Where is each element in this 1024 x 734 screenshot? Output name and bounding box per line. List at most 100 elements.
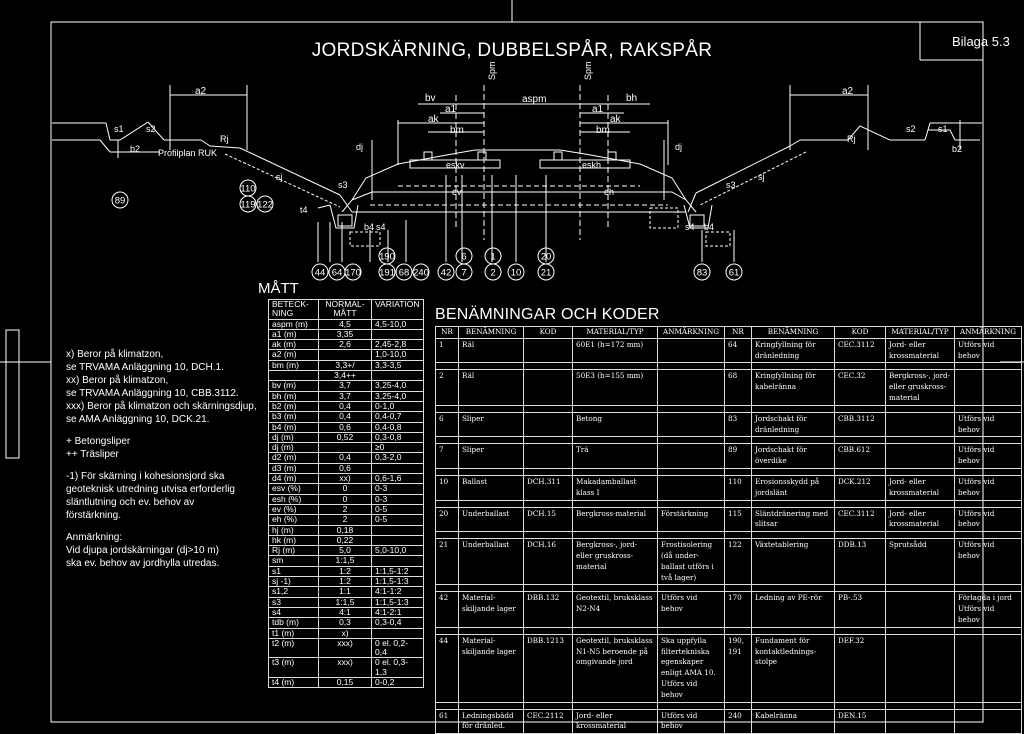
codes-spacer-cell bbox=[435, 499, 459, 508]
matt-row: d4 (m)xx)0,6-1,6 bbox=[268, 473, 424, 485]
codes-spacer-cell bbox=[834, 404, 886, 413]
matt-heading: MÅTT bbox=[258, 280, 299, 297]
codes-cell: 50E3 (h=155 mm) bbox=[572, 369, 658, 406]
dim-label-ak-right: ak bbox=[610, 114, 621, 125]
matt-cell-beteckning: d3 (m) bbox=[268, 462, 319, 475]
codes-cell bbox=[523, 411, 573, 438]
callout-circle bbox=[412, 263, 430, 281]
codes-cell: CBB.612 bbox=[834, 443, 886, 469]
codes-spacer-cell bbox=[523, 467, 573, 476]
dim-label-aspm: aspm bbox=[522, 94, 547, 105]
codes-cell: Geotextil, bruksklass N1-N5 beroende på … bbox=[572, 633, 658, 703]
codes-spacer-cell bbox=[834, 701, 886, 710]
dim-label-bv: bv bbox=[425, 93, 436, 104]
matt-cell-variation: 4,5-10,0 bbox=[371, 318, 424, 330]
codes-spacer-cell bbox=[523, 362, 573, 371]
matt-cell-variation: 5,0-10,0 bbox=[371, 545, 424, 557]
codes-spacer-cell bbox=[458, 626, 524, 635]
callout-number: 190 bbox=[379, 252, 395, 263]
codes-spacer-cell bbox=[834, 362, 886, 371]
callout-number: 122 bbox=[257, 200, 273, 211]
matt-cell-variation bbox=[371, 462, 424, 475]
matt-col-variation: VARIATION bbox=[371, 299, 424, 320]
codes-cell: Utförs vid behov bbox=[954, 411, 1022, 438]
codes-cell: CEC.3112 bbox=[834, 337, 886, 364]
matt-cell-beteckning: dj (m) bbox=[268, 431, 319, 444]
codes-cell: DDB.13 bbox=[834, 538, 886, 586]
codes-cell: 10 bbox=[435, 474, 459, 501]
codes-spacer-cell bbox=[885, 362, 955, 371]
dim-label-s1-right: s1 bbox=[938, 124, 948, 134]
matt-cell-beteckning: tdb (m) bbox=[268, 617, 319, 629]
dim-label-dj-right: dj bbox=[675, 142, 683, 152]
matt-table-header: BETECK-NING NORMAL-MÅTT VARIATION bbox=[268, 299, 424, 320]
callout-number: 110 bbox=[240, 184, 255, 195]
matt-cell-normal: 0 bbox=[318, 493, 372, 505]
matt-cell-normal: 4:1 bbox=[318, 606, 372, 619]
note-line: se AMA Anläggning 10, DCK.21. bbox=[66, 414, 210, 425]
note-line: + Betongsliper bbox=[66, 436, 131, 447]
callout-circle bbox=[437, 263, 455, 281]
matt-cell-beteckning: b4 (m) bbox=[268, 421, 319, 433]
codes-heading: BENÄMNINGAR OCH KODER bbox=[435, 306, 660, 323]
codes-cell: 110 bbox=[724, 474, 752, 501]
matt-cell-beteckning: bv (m) bbox=[268, 380, 319, 392]
matt-cell-normal: 0,3 bbox=[318, 617, 372, 629]
track-right bbox=[539, 151, 631, 169]
codes-cell: Trä bbox=[572, 443, 658, 469]
matt-cell-beteckning: t1 (m) bbox=[268, 627, 319, 639]
matt-cell-normal: xx) bbox=[318, 473, 372, 485]
codes-spacer-cell bbox=[458, 404, 524, 413]
matt-cell-beteckning: esv (%) bbox=[268, 483, 319, 495]
codes-spacer-cell bbox=[657, 626, 725, 635]
codes-cell: CEC.2112 bbox=[523, 708, 573, 734]
matt-cell-normal: 1:2 bbox=[318, 576, 372, 588]
dim-label-eh: eh bbox=[604, 187, 615, 197]
codes-cell: Bergkross-, jord- eller gruskross-materi… bbox=[572, 538, 658, 586]
matt-cell-normal: 0,6 bbox=[318, 462, 372, 475]
codes-spacer-cell bbox=[657, 701, 725, 710]
callout-number: 64 bbox=[332, 268, 343, 279]
codes-spacer-cell bbox=[724, 584, 752, 593]
codes-spacer-cell bbox=[834, 626, 886, 635]
matt-row: a1 (m)3,35 bbox=[268, 328, 424, 341]
callout-circle bbox=[484, 263, 502, 281]
dim-label-a1-right: a1 bbox=[592, 104, 604, 115]
codes-spacer-cell bbox=[657, 499, 725, 508]
codes-cell: Makadamballast klass I bbox=[572, 474, 658, 501]
codes-spacer-cell bbox=[572, 531, 658, 540]
codes-cell: 7 bbox=[435, 443, 459, 469]
codes-cell: Utförs vid behov bbox=[954, 538, 1022, 586]
codes-cell: Ska uppfylla filtertekniska egenskaper e… bbox=[657, 633, 725, 703]
notes-gap bbox=[66, 461, 257, 470]
codes-spacer bbox=[435, 436, 1022, 445]
codes-cell: Jord- eller krossmaterial bbox=[885, 337, 955, 364]
codes-spacer-cell bbox=[523, 626, 573, 635]
matt-row: t1 (m)x) bbox=[268, 627, 424, 639]
note-line: Vid djupa jordskärningar (dj>10 m) bbox=[66, 545, 219, 556]
matt-cell-variation: 3,25-4,0 bbox=[371, 390, 424, 402]
matt-cell-normal: 0,52 bbox=[318, 431, 372, 444]
codes-cell: DBB.132 bbox=[523, 591, 573, 628]
codes-cell: Bergkross-, jord- eller gruskross-materi… bbox=[885, 369, 955, 406]
dim-label-b2-left: b2 bbox=[130, 144, 141, 154]
codes-cell: 60E1 (h=172 mm) bbox=[572, 337, 658, 364]
codes-cell: Frostisolering (då under-ballast utförs … bbox=[657, 538, 725, 586]
matt-cell-beteckning: b3 (m) bbox=[268, 411, 319, 423]
center-lines bbox=[455, 85, 609, 240]
note-line: x) Beror på klimatzon, bbox=[66, 349, 164, 360]
codes-cell: Förstärkning bbox=[657, 506, 725, 533]
codes-cell: Underballast bbox=[458, 506, 524, 533]
matt-cell-variation: 0,3-0,8 bbox=[371, 431, 424, 444]
callout-number: 119 bbox=[240, 200, 255, 211]
matt-cell-variation: 4:1-2:1 bbox=[371, 606, 424, 619]
